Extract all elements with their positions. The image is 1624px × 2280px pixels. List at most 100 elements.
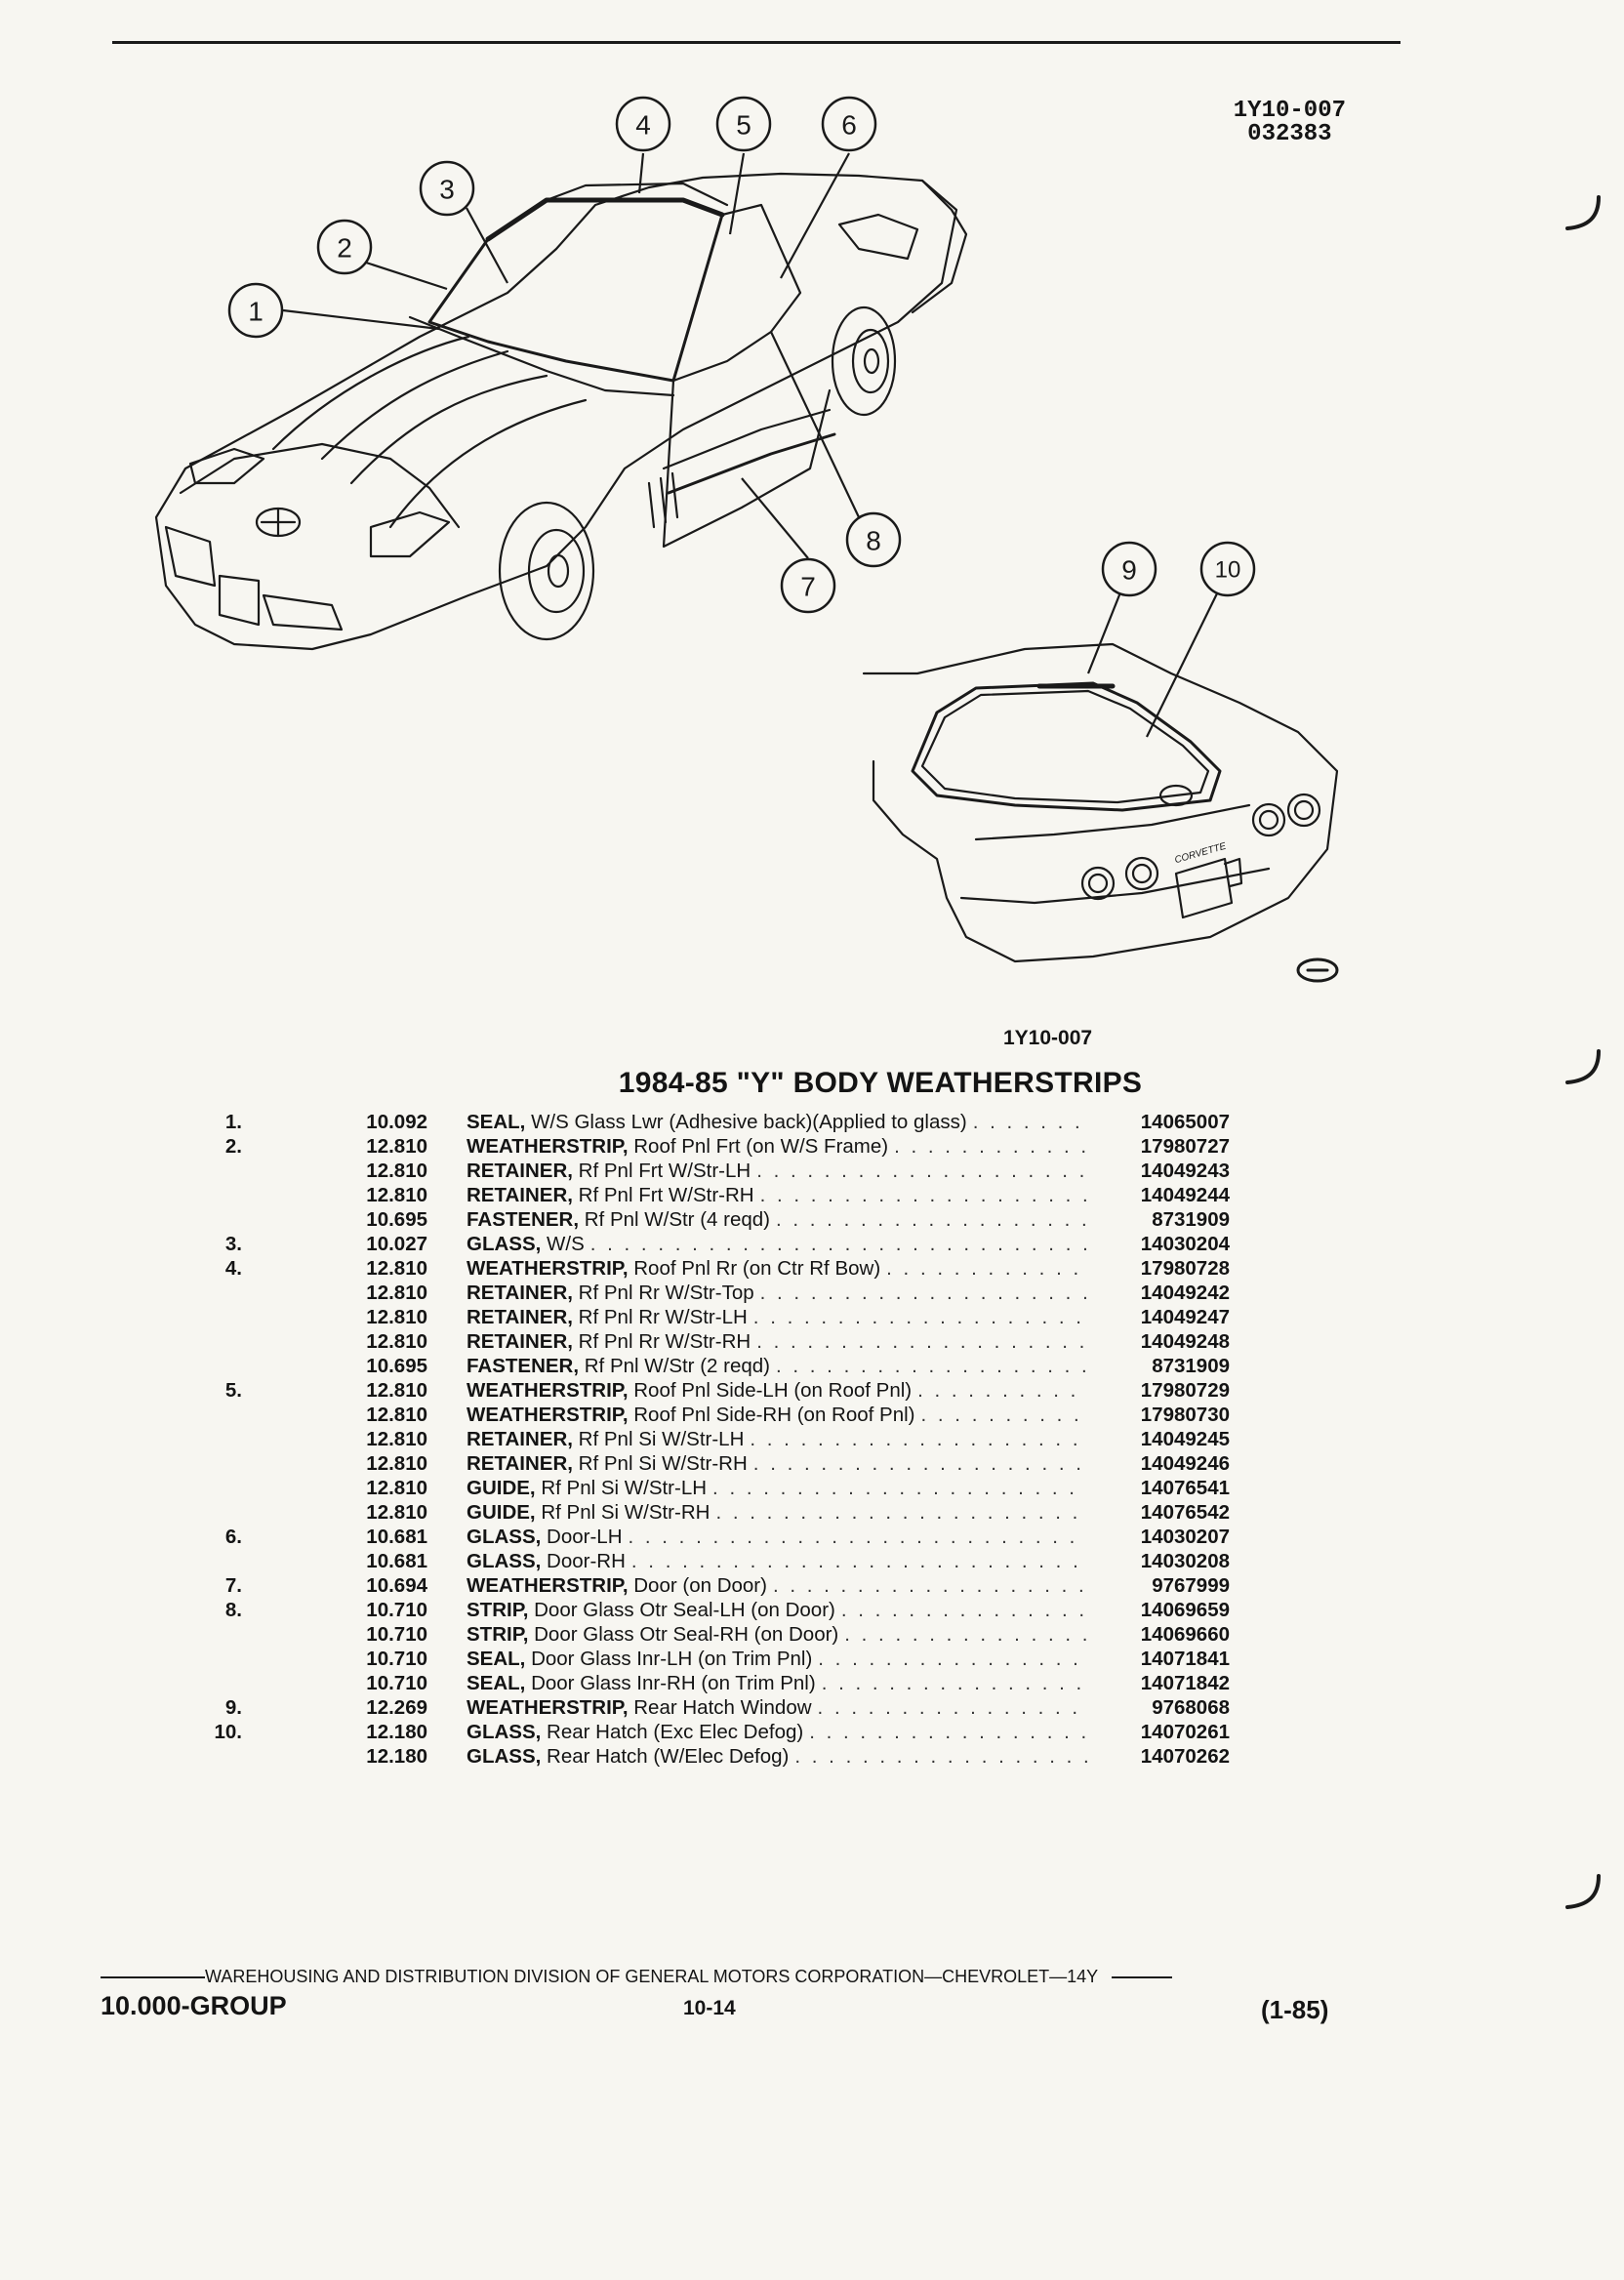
part-detail: Door Glass Inr-LH (on Trim Pnl) [531, 1648, 813, 1670]
part-number: 17980728 [1140, 1257, 1230, 1280]
figure-caption: 1Y10-007 [1003, 1027, 1093, 1049]
part-number: 14049247 [1140, 1306, 1230, 1328]
part-detail: Rf Pnl Rr W/Str-Top [578, 1282, 754, 1304]
part-description: WEATHERSTRIP, Rear Hatch Window [467, 1695, 1093, 1720]
callout-7-label: 7 [800, 572, 816, 602]
front-car-body [154, 172, 958, 651]
part-name: FASTENER, [467, 1208, 580, 1231]
part-detail: Rear Hatch Window [633, 1696, 812, 1719]
part-name: GLASS, [467, 1745, 542, 1768]
group-number: 12.810 [366, 1160, 427, 1182]
parts-row: 10.710 SEAL, Door Glass Inr-RH (on Trim P… [195, 1671, 1230, 1695]
part-number: 14076542 [1140, 1501, 1230, 1524]
part-detail: Door (on Door) [633, 1574, 767, 1597]
part-description: SEAL, Door Glass Inr-RH (on Trim Pnl) [467, 1671, 1093, 1695]
leader-dots [756, 1159, 1087, 1183]
callout-10-label: 10 [1215, 557, 1241, 584]
part-detail: Rf Pnl W/Str (4 reqd) [584, 1208, 770, 1231]
part-number: 14069660 [1140, 1623, 1230, 1646]
weatherstrip-illustration: 1 2 3 4 5 6 7 8 9 10 CORVETTE [154, 96, 1339, 983]
callout-3 [419, 160, 475, 217]
part-name: RETAINER, [467, 1452, 573, 1475]
leader-dots [629, 1525, 1088, 1549]
group-number: 10.695 [366, 1208, 427, 1231]
part-name: RETAINER, [467, 1306, 573, 1328]
part-name: SEAL, [467, 1672, 526, 1694]
part-detail: W/S [547, 1233, 585, 1255]
group-number: 10.681 [366, 1526, 427, 1548]
part-description: GUIDE, Rf Pnl Si W/Str-LH [467, 1476, 1093, 1500]
footer-group: 10.000-GROUP [101, 1991, 287, 2020]
part-detail: Roof Pnl Side-RH (on Roof Pnl) [633, 1404, 915, 1426]
part-name: STRIP, [467, 1599, 529, 1621]
part-detail: Rear Hatch (Exc Elec Defog) [547, 1721, 804, 1743]
part-description: RETAINER, Rf Pnl Rr W/Str-RH [467, 1329, 1093, 1354]
part-detail: Rf Pnl Si W/Str-RH [541, 1501, 710, 1524]
part-description: STRIP, Door Glass Otr Seal-RH (on Door) [467, 1622, 1093, 1647]
callout-6-label: 6 [841, 110, 857, 141]
part-detail: Door Glass Inr-RH (on Trim Pnl) [531, 1672, 816, 1694]
group-number: 10.710 [366, 1672, 427, 1694]
part-name: GLASS, [467, 1721, 542, 1743]
leader-dots [776, 1354, 1087, 1378]
leader-dots [773, 1573, 1087, 1598]
part-name: RETAINER, [467, 1160, 573, 1182]
group-number: 12.810 [366, 1428, 427, 1450]
part-description: GLASS, Rear Hatch (W/Elec Defog) [467, 1744, 1093, 1769]
part-number: 14065007 [1140, 1111, 1230, 1133]
part-detail: Door-LH [547, 1526, 623, 1548]
group-number: 12.810 [366, 1184, 427, 1206]
part-number: 14069659 [1140, 1599, 1230, 1621]
part-description: FASTENER, Rf Pnl W/Str (4 reqd) [467, 1207, 1093, 1232]
part-name: RETAINER, [467, 1184, 573, 1206]
part-name: STRIP, [467, 1623, 529, 1646]
group-number: 10.710 [366, 1599, 427, 1621]
part-detail: Door Glass Otr Seal-LH (on Door) [534, 1599, 835, 1621]
rear-hatch-glass [911, 681, 1222, 812]
ref-number: 9. [224, 1696, 242, 1719]
ref-number: 6. [224, 1526, 242, 1548]
part-detail: Rf Pnl Frt W/Str-LH [578, 1160, 751, 1182]
group-number: 12.810 [366, 1404, 427, 1426]
part-number: 17980727 [1140, 1135, 1230, 1158]
part-detail: Roof Pnl Rr (on Ctr Rf Bow) [633, 1257, 881, 1280]
drawing-code-line2: 032383 [1247, 121, 1332, 147]
leader-dots [750, 1427, 1087, 1451]
part-number: 14070261 [1140, 1721, 1230, 1743]
part-detail: Rf Pnl W/Str (2 reqd) [584, 1355, 770, 1377]
part-number: 14030207 [1140, 1526, 1230, 1548]
part-name: WEATHERSTRIP, [467, 1696, 629, 1719]
group-number: 12.180 [366, 1721, 427, 1743]
door-window [671, 203, 802, 383]
leader-dots [844, 1622, 1087, 1647]
part-detail: W/S Glass Lwr (Adhesive back)(Applied to… [531, 1111, 967, 1133]
callout-8 [845, 511, 902, 568]
footer-division: WAREHOUSING AND DISTRIBUTION DIVISION OF… [205, 1967, 1099, 1986]
part-description: WEATHERSTRIP, Door (on Door) [467, 1573, 1093, 1598]
part-number: 8731909 [1152, 1355, 1230, 1377]
part-detail: Roof Pnl Frt (on W/S Frame) [633, 1135, 889, 1158]
part-name: RETAINER, [467, 1282, 573, 1304]
callout-5 [715, 96, 772, 152]
part-detail: Door-RH [547, 1550, 626, 1572]
ref-number: 1. [224, 1111, 242, 1133]
top-rule [112, 41, 1401, 44]
footer-rule-right [1112, 1976, 1173, 1979]
leader-dots [760, 1281, 1087, 1305]
binding-hole-mark [1565, 1874, 1601, 1909]
leader-dots [760, 1183, 1087, 1207]
group-number: 10.027 [366, 1233, 427, 1255]
